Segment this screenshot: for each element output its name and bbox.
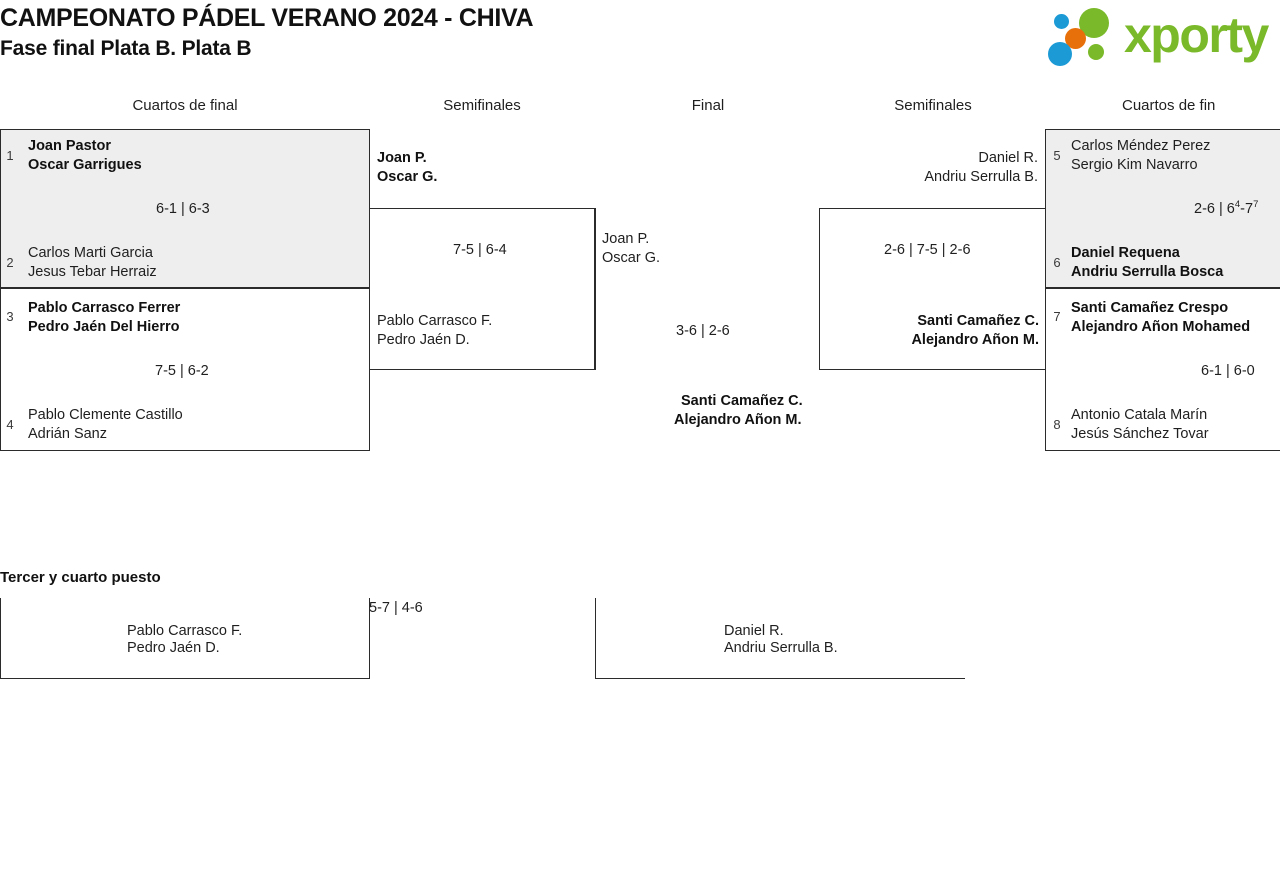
third-place-title: Tercer y cuarto puesto <box>0 569 161 586</box>
logo-dot-orange <box>1065 28 1086 49</box>
logo-dot-green-small <box>1088 44 1104 60</box>
team-qf3-top-p2: Sergio Kim Navarro <box>1071 157 1198 173</box>
team-sf-left-bottom-p1: Pablo Carrasco F. <box>377 313 493 329</box>
team-qf4-bottom-p1: Antonio Catala Marín <box>1071 407 1208 423</box>
score-qf2: 7-5 | 6-2 <box>155 363 209 379</box>
team-qf2-top-p1: Pablo Carrasco Ferrer <box>28 300 181 316</box>
team-sf-right-top-p1: Daniel R. <box>978 150 1038 166</box>
team-sf-right-bottom-p1: Santi Camañez C. <box>917 313 1039 329</box>
team-qf1-top-p2: Oscar Garrigues <box>28 157 142 173</box>
logo-dots-icon <box>1048 8 1122 66</box>
team-sf-left-top-p1: Joan P. <box>377 150 427 166</box>
team-sf-left-bottom-p2: Pedro Jaén D. <box>377 332 470 348</box>
team-sf-right-bottom-p2: Alejandro Añon M. <box>911 332 1039 348</box>
score-qf3-tiebreak-1: 4 <box>1234 199 1241 211</box>
logo-wordmark: xporty <box>1124 7 1269 63</box>
match-box-qf1[interactable] <box>0 129 370 288</box>
team-qf2-top-p2: Pedro Jaén Del Hierro <box>28 319 180 335</box>
team-qf3-bottom-p1: Daniel Requena <box>1071 245 1180 261</box>
third-place-left-bottom-edge <box>0 678 370 679</box>
third-place-left-vertical-edge <box>0 598 1 679</box>
team-sf-right-top-p2: Andriu Serrulla B. <box>924 169 1038 185</box>
seed-7: 7 <box>1053 309 1061 324</box>
final-connector-left-vertical <box>595 208 596 370</box>
xporty-logo[interactable]: xporty <box>1048 4 1276 68</box>
seed-1: 1 <box>6 148 14 163</box>
team-third-left-p1: Pablo Carrasco F. <box>127 623 243 639</box>
team-final-left-p2: Oscar G. <box>602 250 661 266</box>
score-third-place: 5-7 | 4-6 <box>369 600 423 616</box>
team-third-right-p2: Andriu Serrulla B. <box>724 640 838 656</box>
team-qf4-bottom-p2: Jesús Sánchez Tovar <box>1071 426 1209 442</box>
score-sf-left: 7-5 | 6-4 <box>453 242 507 258</box>
team-qf1-bottom-p1: Carlos Marti Garcia <box>28 245 153 261</box>
team-third-left-p2: Pedro Jaén D. <box>127 640 220 656</box>
team-qf3-bottom-p2: Andriu Serrulla Bosca <box>1071 264 1224 280</box>
team-sf-left-top-p2: Oscar G. <box>377 169 438 185</box>
team-qf2-bottom-p1: Pablo Clemente Castillo <box>28 407 183 423</box>
team-qf2-bottom-p2: Adrián Sanz <box>28 426 107 442</box>
team-third-right-p1: Daniel R. <box>724 623 784 639</box>
match-box-sf-left[interactable] <box>369 208 595 370</box>
team-champion-p2: Alejandro Añon M. <box>674 412 802 428</box>
seed-2: 2 <box>6 255 14 270</box>
score-qf3-mid: -7 <box>1240 201 1254 217</box>
page-title: CAMPEONATO PÁDEL VERANO 2024 - CHIVA Fas… <box>0 2 534 64</box>
tournament-title: CAMPEONATO PÁDEL VERANO 2024 - CHIVA <box>0 4 534 32</box>
score-final: 3-6 | 2-6 <box>676 323 730 339</box>
team-qf4-top-p2: Alejandro Añon Mohamed <box>1071 319 1251 335</box>
seed-4: 4 <box>6 417 14 432</box>
logo-dot-blue-large <box>1048 42 1072 66</box>
round-header-final: Final <box>691 97 725 114</box>
team-champion-p1: Santi Camañez C. <box>681 393 803 409</box>
round-header-right-semis: Semifinales <box>894 97 972 114</box>
logo-dot-blue-small <box>1054 14 1069 29</box>
seed-8: 8 <box>1053 417 1061 432</box>
phase-title: Fase final Plata B. Plata B <box>0 37 252 60</box>
score-qf3-prefix: 2-6 | 6 <box>1194 201 1235 217</box>
seed-3: 3 <box>6 309 14 324</box>
third-place-right-bottom-edge <box>595 678 965 679</box>
seed-5: 5 <box>1053 148 1061 163</box>
team-qf1-top-p1: Joan Pastor <box>28 138 111 154</box>
score-qf1: 6-1 | 6-3 <box>156 201 210 217</box>
match-box-qf4[interactable] <box>1045 288 1280 451</box>
round-header-left-semis: Semifinales <box>443 97 521 114</box>
team-final-left-p1: Joan P. <box>602 231 650 247</box>
match-box-sf-right[interactable] <box>819 208 1046 370</box>
match-box-qf3[interactable] <box>1045 129 1280 288</box>
score-qf3: 2-6 | 64-77 <box>1194 200 1258 219</box>
seed-6: 6 <box>1053 255 1061 270</box>
team-qf1-bottom-p2: Jesus Tebar Herraiz <box>28 264 157 280</box>
third-place-right-vertical-edge <box>595 598 596 679</box>
score-qf3-tiebreak-2: 7 <box>1253 199 1259 211</box>
team-qf4-top-p1: Santi Camañez Crespo <box>1071 300 1229 316</box>
score-qf4: 6-1 | 6-0 <box>1201 363 1255 379</box>
team-qf3-top-p1: Carlos Méndez Perez <box>1071 138 1211 154</box>
score-sf-right: 2-6 | 7-5 | 2-6 <box>884 242 971 258</box>
third-place-left-right-edge <box>369 598 370 679</box>
round-header-right-quarters: Cuartos de fin <box>1122 97 1216 114</box>
round-header-left-quarters: Cuartos de final <box>132 97 238 114</box>
